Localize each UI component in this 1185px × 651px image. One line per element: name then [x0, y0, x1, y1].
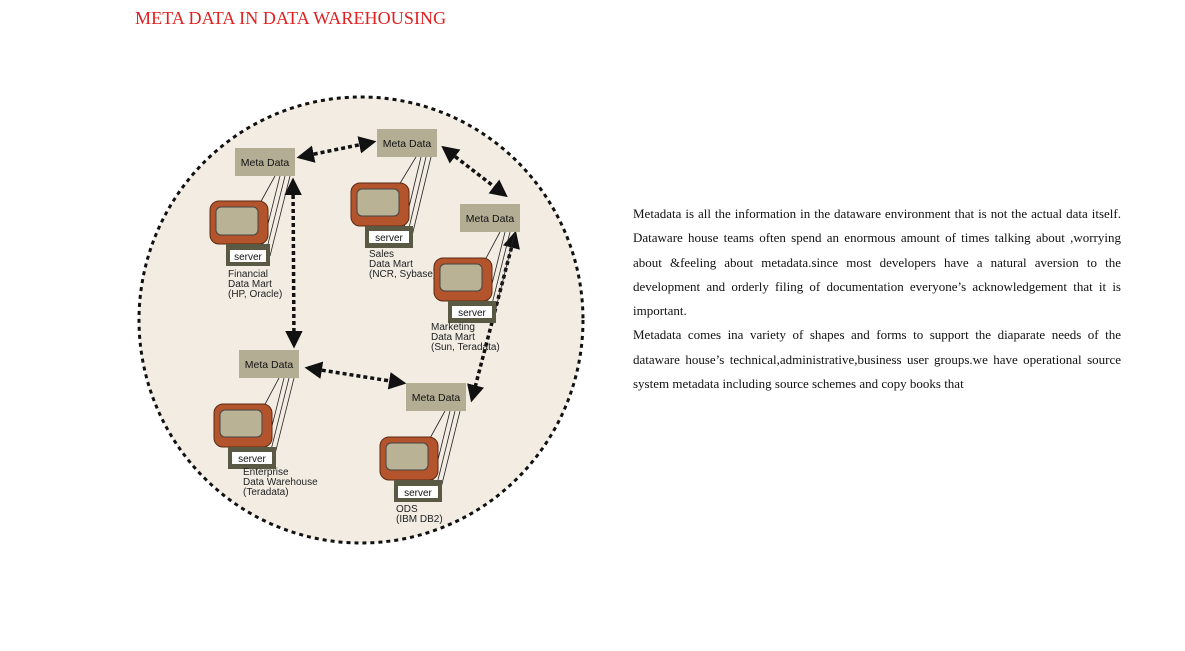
server-label: server	[234, 252, 262, 263]
server-label: server	[404, 488, 432, 499]
metadata-box	[460, 204, 520, 232]
node-financial: server Meta Data Financial Data Mart (HP…	[209, 148, 295, 300]
server-box	[398, 486, 438, 498]
server-box	[369, 231, 409, 243]
node-marketing: server Meta Data Marketing Data Mart (Su…	[431, 204, 520, 353]
server-box	[452, 306, 492, 318]
node-label-line: (HP, Oracle)	[228, 289, 282, 300]
metadata-label: Meta Data	[245, 359, 294, 371]
server-label: server	[238, 454, 266, 465]
node-label-line: (Sun, Teradata)	[431, 342, 500, 353]
node-label-line: (IBM DB2)	[396, 514, 443, 525]
node-label-line: Financial	[228, 269, 268, 280]
node-label-line: ODS	[396, 504, 418, 515]
metadata-label: Meta Data	[241, 157, 290, 169]
paragraph: Metadata is all the information in the d…	[633, 206, 1121, 319]
metadata-box	[235, 148, 295, 176]
body-text: Metadata is all the information in the d…	[633, 202, 1121, 396]
metadata-label: Meta Data	[412, 392, 461, 404]
node-sales: server Meta Data Sales Data Mart (NCR, S…	[350, 129, 437, 280]
metadata-box	[377, 129, 437, 157]
node-label-line: (Teradata)	[243, 487, 289, 498]
node-label-line: Data Mart	[431, 332, 475, 343]
environment-circle	[137, 95, 585, 545]
node-label-line: Data Mart	[228, 279, 272, 290]
node-label-line: Data Warehouse	[243, 477, 318, 488]
node-ods: server Meta Data ODS (IBM DB2)	[379, 383, 466, 525]
node-label-line: Sales	[369, 249, 394, 260]
node-label-line: Enterprise	[243, 467, 289, 478]
metadata-label: Meta Data	[466, 213, 515, 225]
server-box	[230, 250, 266, 262]
metadata-box	[239, 350, 299, 378]
metadata-label: Meta Data	[383, 138, 432, 150]
server-box	[232, 452, 272, 464]
node-label-line: Data Mart	[369, 259, 413, 270]
node-enterprise: server Meta Data Enterprise Data Warehou…	[213, 350, 318, 498]
node-label-line: (NCR, Sybase)	[369, 269, 436, 280]
server-label: server	[375, 233, 403, 244]
paragraph: Metadata comes ina variety of shapes and…	[633, 327, 1121, 392]
metadata-box	[406, 383, 466, 411]
arrow-financial-sales	[296, 136, 377, 163]
arrow-sales-marketing	[441, 145, 508, 198]
arrow-enterprise-ods	[304, 361, 407, 390]
page-title: META DATA IN DATA WAREHOUSING	[135, 8, 447, 28]
node-label-line: Marketing	[431, 322, 475, 333]
arrow-financial-enterprise	[284, 177, 303, 349]
server-label: server	[458, 308, 486, 319]
